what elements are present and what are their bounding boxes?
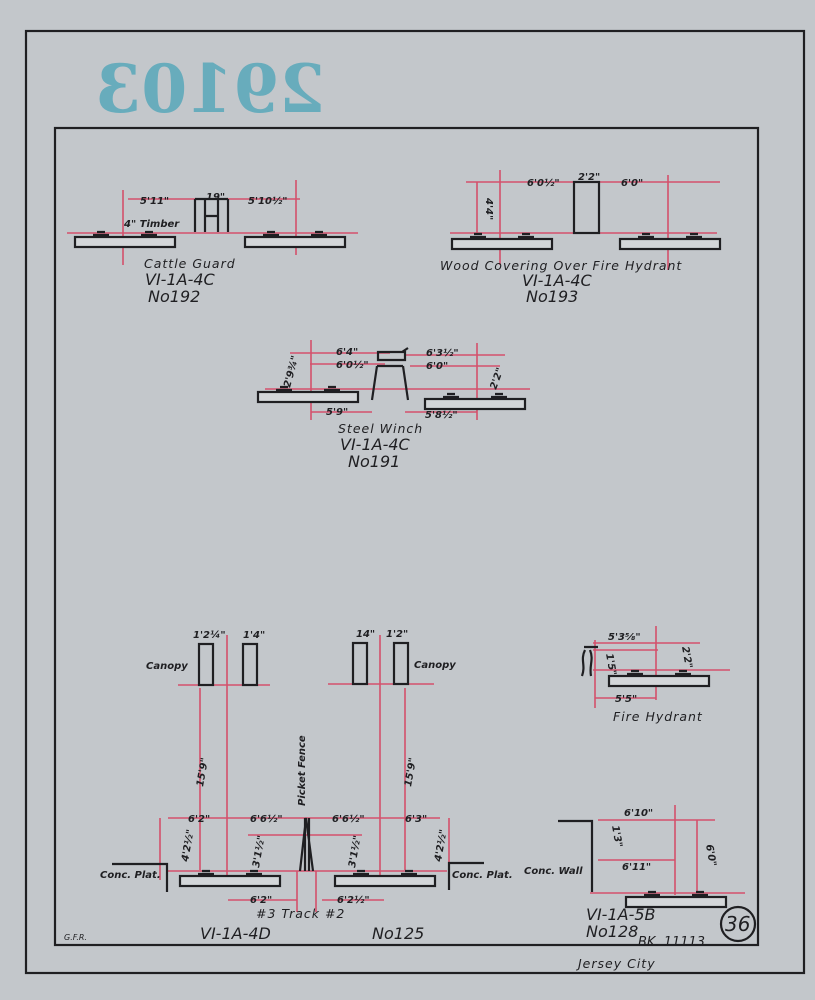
outer-border (24, 29, 806, 975)
steel-winch-dim-height-right: 2'2" (488, 366, 506, 391)
platform-dim-fence-height-left: 3'1½" (250, 834, 267, 868)
footer-location: Jersey City (575, 956, 656, 971)
platform-dim-canopy-height-left: 15'9" (195, 757, 211, 788)
cattle-guard-dim-right: 5'10½" (248, 195, 288, 207)
fire-hydrant-drawing: 5'3⅝" 5'5" 1'5" 2'2" Fire Hydrant (580, 626, 730, 724)
cattle-guard-dim-left: 5'11" (140, 196, 169, 207)
wood-covering-drawing: 6'0½" 2'2" 6'0" 4'4" Wood Covering Over … (440, 170, 722, 306)
platform-dim-plat-height-right: 4'2½" (432, 828, 450, 863)
platform-dim-canopy-r1: 14" (356, 629, 375, 640)
platform-track-label: #3 Track #2 (256, 906, 345, 921)
steel-winch-title: Steel Winch (338, 421, 423, 436)
platform-dim-plat-height-left: 4'2½" (179, 828, 197, 863)
wood-covering-code: VI-1A-4C (522, 271, 593, 290)
conc-wall-dim-height-right: 6'0" (703, 844, 718, 868)
fire-hydrant-dim-bottom: 5'5" (615, 694, 637, 705)
cattle-guard-title: Cattle Guard (144, 256, 236, 271)
fire-hydrant-dim-top: 5'3⅝" (608, 632, 641, 643)
platform-conc-plat-left: Conc. Plat. (100, 870, 161, 881)
platform-dim-fence-right: 6'6½" (332, 813, 365, 825)
platform-dim-fence-height-right: 3'1½" (346, 834, 363, 868)
steel-winch-code: VI-1A-4C (340, 435, 411, 454)
stamp: 29103 (95, 50, 325, 128)
footer-sheet: 36 (725, 912, 750, 936)
cattle-guard-number: No192 (148, 287, 200, 306)
conc-wall-code: VI-1A-5B (586, 905, 656, 924)
platform-picket-fence: Picket Fence (297, 735, 308, 806)
platform-dim-plat-right: 6'3" (405, 814, 427, 825)
platform-canopy-left: Canopy (146, 661, 188, 672)
cattle-guard-code: VI-1A-4C (145, 270, 216, 289)
fire-hydrant-dim-height-left: 1'5" (603, 653, 618, 677)
steel-winch-dim-top-left: 6'4" (336, 347, 358, 358)
platform-dim-canopy-r2: 1'2" (386, 629, 408, 640)
steel-winch-dim-second-left: 6'0½" (336, 359, 369, 371)
platform-dim-canopy-l2: 1'4" (243, 630, 265, 641)
fire-hydrant-dim-height-right: 2'2" (679, 646, 694, 670)
wood-covering-dim-mid: 2'2" (578, 172, 600, 183)
platform-drawing: 1'2¼" 1'4" 14" 1'2" Canopy Canopy 15'9" … (100, 629, 513, 943)
conc-wall-label: Conc. Wall (524, 866, 583, 877)
concrete-wall-drawing: Conc. Wall 6'10" 6'11" 1'3" 6'0" VI-1A-5… (524, 805, 745, 941)
steel-winch-dim-top-right: 6'3½" (426, 347, 459, 359)
cattle-guard-drawing: 5'11" 19" 5'10½" 4" Timber Cattle Guard … (67, 180, 358, 306)
inner-border (53, 126, 760, 947)
steel-winch-dim-bottom-right: 5'8½" (425, 409, 458, 421)
footer: BK. 11113 36 G.F.R. Jersey City (64, 905, 757, 971)
wood-covering-title: Wood Covering Over Fire Hydrant (440, 258, 682, 273)
footer-initials: G.F.R. (64, 933, 87, 942)
wood-covering-dim-left: 6'0½" (527, 177, 560, 189)
cattle-guard-note: 4" Timber (123, 219, 180, 230)
conc-wall-number: No128 (586, 922, 638, 941)
wood-covering-dim-height: 4'4" (483, 197, 494, 220)
platform-number: No125 (372, 924, 424, 943)
platform-conc-plat-right: Conc. Plat. (452, 870, 513, 881)
platform-dim-track-right: 6'2½" (337, 894, 370, 906)
platform-dim-track-left: 6'2" (250, 895, 272, 906)
platform-dim-canopy-l1: 1'2¼" (193, 629, 226, 641)
steel-winch-number: No191 (348, 452, 400, 471)
conc-wall-dim-mid: 6'11" (622, 862, 651, 873)
conc-wall-dim-height-left: 1'3" (609, 825, 624, 849)
steel-winch-dim-second-right: 6'0" (426, 361, 448, 372)
steel-winch-dim-bottom-left: 5'9" (326, 407, 348, 418)
cattle-guard-dim-mid: 19" (206, 192, 225, 203)
wood-covering-dim-right: 6'0" (621, 178, 643, 189)
platform-dim-plat-left: 6'2" (188, 814, 210, 825)
platform-canopy-right: Canopy (414, 660, 456, 671)
steel-winch-dim-height-left: 2'9¾" (282, 354, 301, 388)
stamp: 29103 (95, 50, 325, 128)
platform-code: VI-1A-4D (200, 924, 271, 943)
steel-winch-drawing: 6'4" 6'0½" 6'3½" 6'0" 5'9" 5'8½" 2'9¾" 2… (256, 340, 530, 471)
platform-dim-fence-left: 6'6½" (250, 813, 283, 825)
fire-hydrant-title: Fire Hydrant (613, 709, 703, 724)
wood-covering-number: No193 (526, 287, 578, 306)
footer-book: BK. 11113 (638, 935, 705, 950)
platform-dim-canopy-height-right: 15'9" (403, 757, 419, 788)
conc-wall-dim-top: 6'10" (624, 808, 653, 819)
